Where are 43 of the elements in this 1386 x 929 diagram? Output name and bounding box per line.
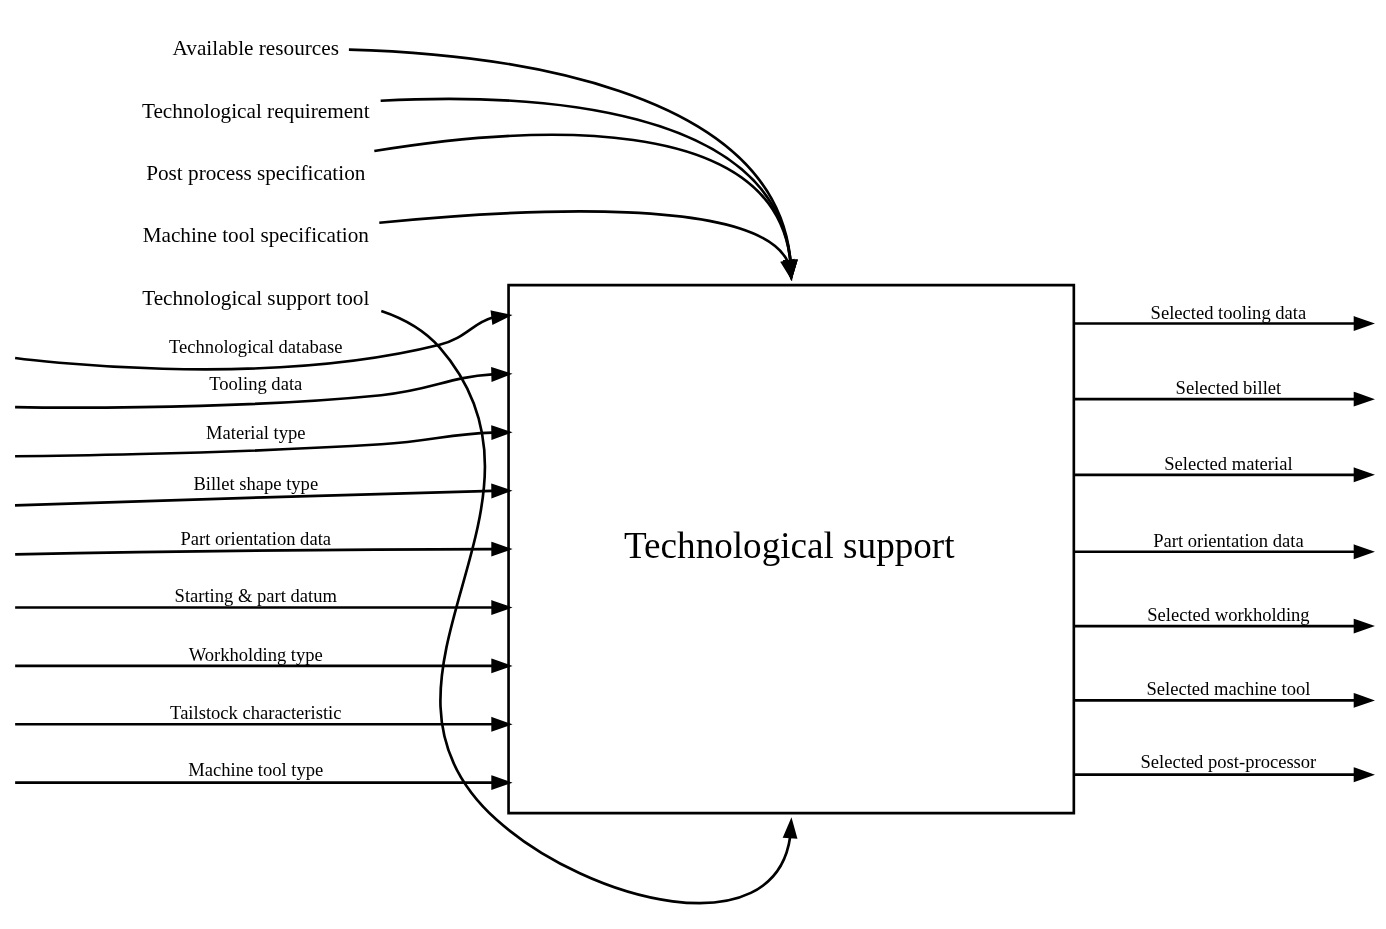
node-text: Technological support tool [142,285,370,310]
arrow [15,599,513,615]
edge-label: Selected material [1164,452,1293,474]
node-text: Technological requirement [141,98,370,123]
edge-label: Technological database [169,335,343,357]
arrow [380,97,798,281]
arrow [1073,692,1375,708]
arrow [1073,618,1375,633]
edge-label: Selected workholding [1147,603,1310,625]
edge-label: Starting & part datum [174,584,337,606]
edge-label: Material type [206,421,306,443]
edge-label: Billet shape type [193,472,319,494]
arrow [348,47,798,281]
edge-label: Selected tooling data [1150,301,1307,322]
arrow [15,657,513,673]
arrow [15,716,513,732]
arrow [1073,315,1375,331]
edge-label: Part orientation data [1153,529,1304,551]
edge-label: Workholding type [188,643,323,665]
arrow [1073,766,1375,782]
edge-label: Tailstock characteristic [170,701,342,723]
arrow [15,424,513,458]
edge-label: Selected billet [1175,376,1282,398]
arrow [15,541,513,557]
node-text: Post process specification [146,160,366,185]
arrow [1073,543,1375,559]
edge-label: Part orientation data [180,527,332,549]
edge-label: Selected post-processor [1140,750,1317,772]
node-box: Technological support [507,283,1076,814]
edge-label: Tooling data [209,372,303,394]
edge-label: Selected machine tool [1146,677,1311,699]
arrow [379,209,795,281]
arrow [1073,391,1375,407]
arrow [15,366,513,409]
node-text: Available resources [172,35,339,60]
edge-label: Machine tool type [188,758,324,780]
arrow [14,483,513,507]
arrow [14,309,513,371]
arrow [15,774,513,790]
arrow [374,133,798,281]
arrow [380,309,798,904]
arrow [1073,466,1375,482]
node-text: Machine tool specification [142,222,369,247]
